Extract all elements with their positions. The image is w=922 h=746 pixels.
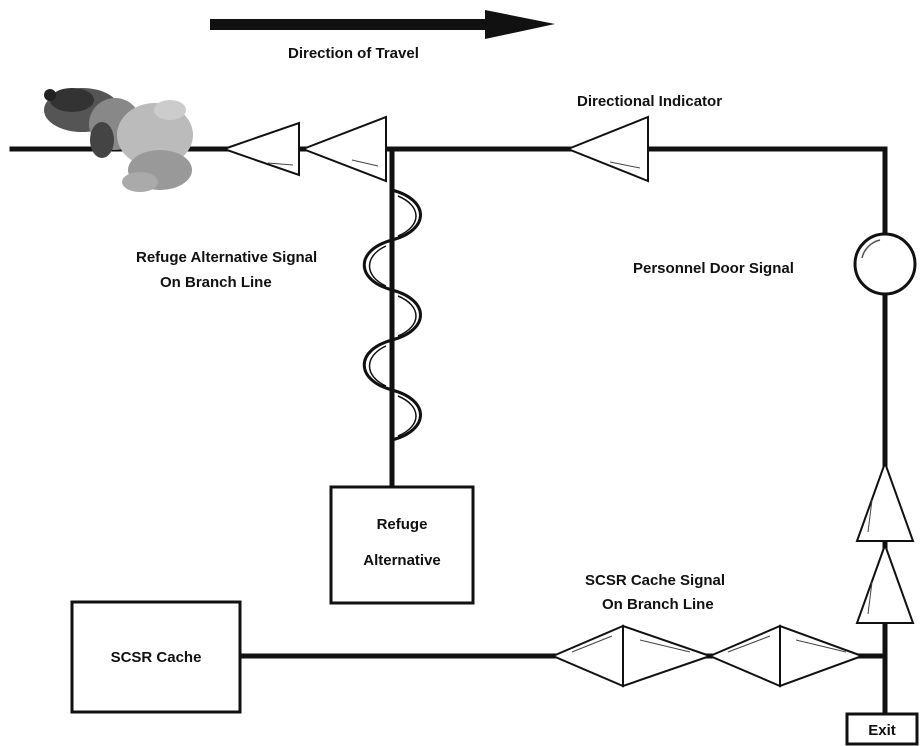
exit-label: Exit: [868, 722, 896, 739]
direction-arrow: [210, 10, 555, 39]
miner-figure: [44, 88, 193, 192]
vertical-cone-2: [855, 542, 915, 624]
scsr-signal-label-line1: SCSR Cache Signal: [585, 572, 725, 589]
scsr-cache-label: SCSR Cache: [111, 649, 202, 666]
vertical-cone-1: [855, 460, 915, 542]
direction-cone-1: [220, 121, 300, 177]
scsr-signal-cone-3: [707, 624, 781, 688]
exit-box: Exit: [845, 712, 919, 746]
refuge-spiral-signal: [362, 188, 422, 442]
refuge-signal-label-line1: Refuge Alternative Signal: [136, 249, 317, 266]
scsr-signal-label-line2: On Branch Line: [602, 596, 714, 613]
personnel-door-label: Personnel Door Signal: [633, 260, 794, 277]
personnel-door-signal: [853, 232, 917, 296]
refuge-box-label-line1: Refuge: [377, 516, 428, 533]
direction-of-travel-label: Direction of Travel: [288, 45, 419, 62]
refuge-alternative-box: Refuge Alternative: [329, 485, 475, 605]
directional-indicator-label: Directional Indicator: [577, 93, 722, 110]
direction-cone-2: [300, 115, 387, 183]
directional-indicator-cone: [565, 115, 649, 183]
refuge-signal-label-line2: On Branch Line: [160, 274, 272, 291]
scsr-signal-cone-1: [550, 624, 624, 688]
refuge-box-label-line2: Alternative: [363, 552, 441, 569]
scsr-signal-cone-2: [622, 624, 714, 688]
scsr-cache-box: SCSR Cache: [70, 600, 242, 714]
scsr-signal-cone-4: [779, 624, 865, 688]
